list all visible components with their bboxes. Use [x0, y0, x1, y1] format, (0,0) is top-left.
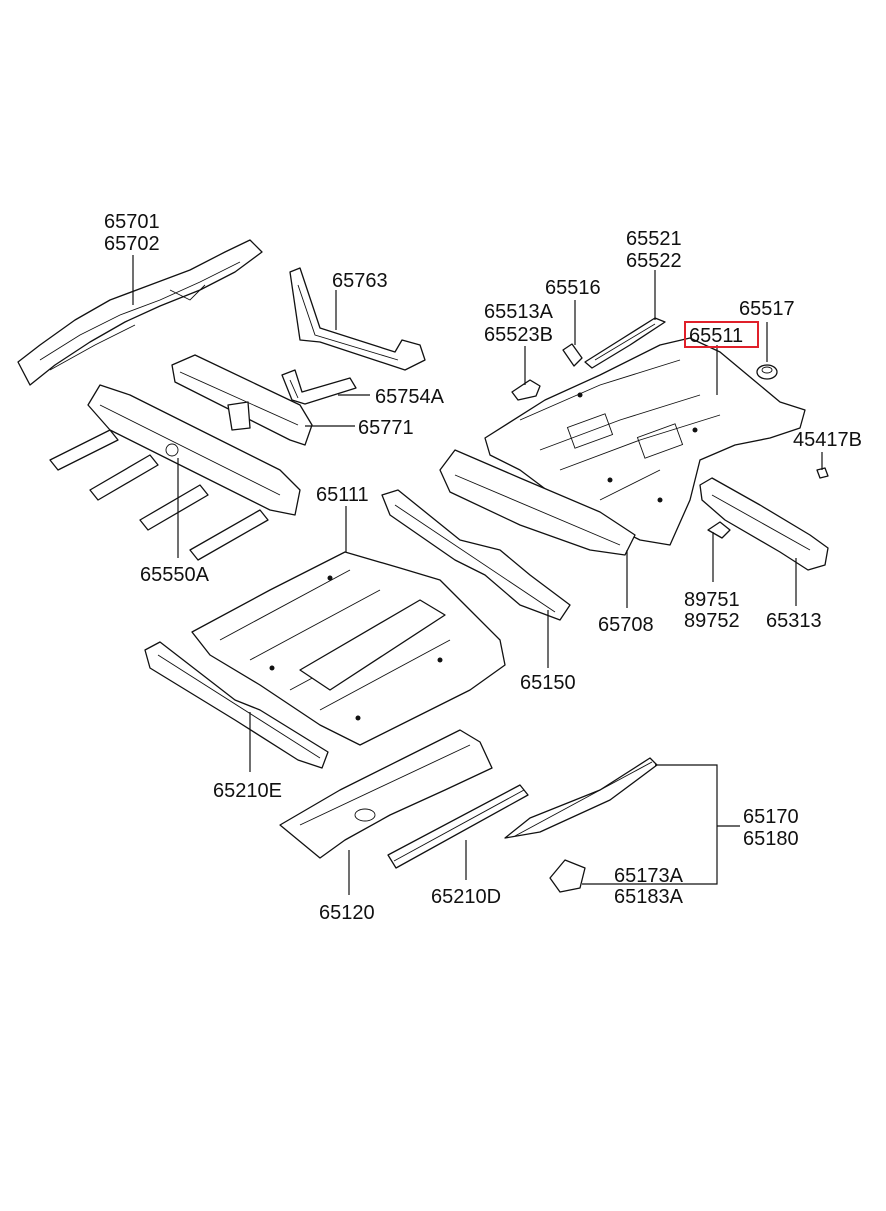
- label-65763[interactable]: 65763: [332, 270, 388, 292]
- label-65517[interactable]: 65517: [739, 298, 795, 320]
- part-65513A-bracket[interactable]: [511, 379, 541, 401]
- label-65701[interactable]: 65701: [104, 211, 160, 233]
- part-65771-cross-member[interactable]: [171, 354, 313, 446]
- label-65170[interactable]: 65170: [743, 806, 799, 828]
- label-65708[interactable]: 65708: [598, 614, 654, 636]
- part-65516-bracket[interactable]: [562, 343, 583, 367]
- part-65763-bracket[interactable]: [289, 267, 426, 371]
- part-65150-member[interactable]: [381, 489, 571, 621]
- part-65517-plug[interactable]: [756, 364, 778, 380]
- part-65550A-floor-frame[interactable]: [49, 384, 301, 561]
- label-65173A[interactable]: 65173A: [614, 865, 684, 887]
- label-65120[interactable]: 65120: [319, 902, 375, 924]
- part-65170-sill[interactable]: [504, 757, 658, 839]
- part-65313-member[interactable]: [699, 477, 829, 571]
- part-65708-cross-member[interactable]: [439, 449, 636, 556]
- label-45417B[interactable]: 45417B: [793, 429, 862, 451]
- label-65523B[interactable]: 65523B: [484, 324, 553, 346]
- label-65511[interactable]: 65511: [689, 325, 743, 347]
- label-65111[interactable]: 65111: [316, 484, 369, 506]
- part-65701-side-member[interactable]: [17, 239, 263, 386]
- label-65771[interactable]: 65771: [358, 417, 414, 439]
- part-65173A-bracket[interactable]: [549, 859, 586, 893]
- label-65313[interactable]: 65313: [766, 610, 822, 632]
- label-65150[interactable]: 65150: [520, 672, 576, 694]
- label-65210E[interactable]: 65210E: [213, 780, 282, 802]
- label-65522[interactable]: 65522: [626, 250, 682, 272]
- label-65702[interactable]: 65702: [104, 233, 160, 255]
- leader-lines: [132, 255, 823, 895]
- label-65513A[interactable]: 65513A: [484, 301, 554, 323]
- label-65754A[interactable]: 65754A: [375, 386, 445, 408]
- part-65521-member[interactable]: [584, 317, 666, 369]
- label-89751[interactable]: 89751: [684, 589, 740, 611]
- label-65516[interactable]: 65516: [545, 277, 601, 299]
- label-65521[interactable]: 65521: [626, 228, 682, 250]
- part-65120-center-floor[interactable]: [279, 729, 493, 859]
- label-89752[interactable]: 89752: [684, 610, 740, 632]
- part-65210D-member[interactable]: [387, 784, 529, 869]
- part-65111-front-floor-panel[interactable]: [191, 551, 506, 746]
- part-89751-bracket[interactable]: [707, 521, 731, 539]
- part-65210E-member[interactable]: [144, 641, 329, 769]
- label-65210D[interactable]: 65210D: [431, 886, 501, 908]
- label-65550A[interactable]: 65550A: [140, 564, 210, 586]
- label-65183A[interactable]: 65183A: [614, 886, 684, 908]
- label-65180[interactable]: 65180: [743, 828, 799, 850]
- part-65754A-bracket[interactable]: [281, 369, 357, 405]
- highlight-box: [684, 321, 759, 348]
